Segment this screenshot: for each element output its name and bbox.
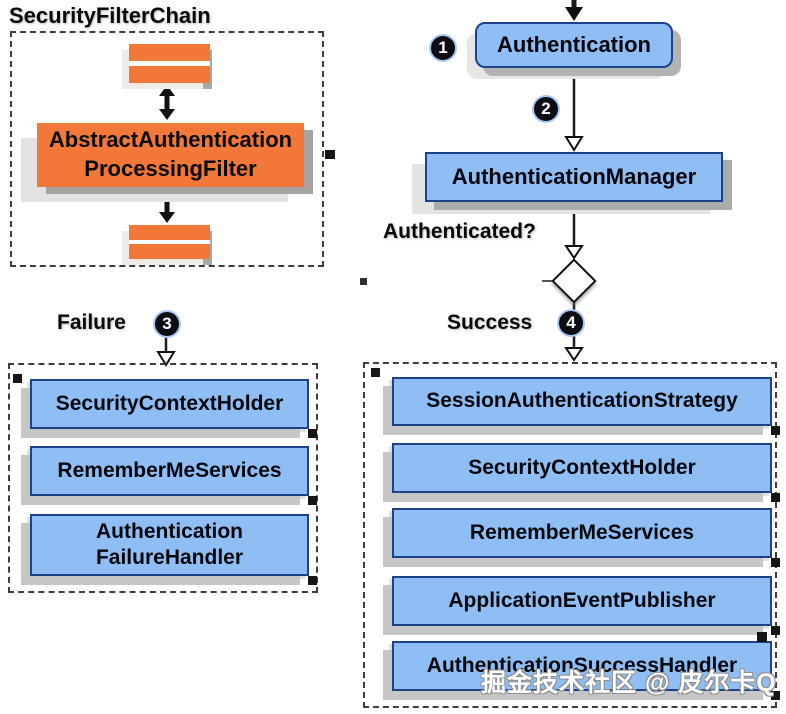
failure-handlers-group: SecurityContextHolder RememberMeServices…	[8, 363, 318, 593]
authentication-failure-handler-box: Authentication FailureHandler	[30, 514, 317, 585]
auth-to-manager-arrowhead-icon	[564, 136, 584, 152]
selection-handle	[360, 278, 367, 285]
success-handlers-group: SessionAuthenticationStrategy SecurityCo…	[363, 362, 780, 708]
success-label: Success	[447, 311, 533, 334]
manager-to-decision-arrowhead-icon	[564, 245, 584, 260]
authentication-manager-box: AuthenticationManager	[425, 152, 723, 202]
selection-handle	[325, 150, 335, 159]
filter-stack-bottom	[129, 225, 210, 259]
security-context-holder-box: SecurityContextHolder	[30, 379, 317, 438]
authentication-success-handler-box: AuthenticationSuccessHandler	[392, 641, 780, 700]
double-arrow-up-icon	[159, 85, 175, 96]
session-authentication-strategy-box: SessionAuthenticationStrategy	[392, 377, 780, 435]
double-arrow-down-icon	[159, 212, 175, 223]
step-3-badge: 3	[153, 310, 181, 338]
selection-handle	[757, 632, 767, 642]
failure-label: Failure	[57, 311, 126, 334]
filter-bar	[129, 225, 210, 240]
filter-stack-top	[129, 44, 210, 83]
filter-bar	[129, 66, 210, 83]
decision-to-failure-arrowhead-icon	[156, 351, 176, 367]
step-1-badge: 1	[429, 34, 457, 62]
filter-box-line2: ProcessingFilter	[84, 156, 257, 181]
authenticated-question-label: Authenticated?	[383, 220, 536, 243]
filter-bar	[129, 244, 210, 259]
remember-me-services-box: RememberMeServices	[30, 446, 317, 505]
application-event-publisher-box: ApplicationEventPublisher	[392, 576, 780, 635]
filter-bar	[129, 44, 210, 61]
security-filter-chain-group: AbstractAuthentication ProcessingFilter	[10, 31, 324, 267]
double-arrow-down-icon	[159, 109, 175, 120]
security-filter-chain-title: SecurityFilterChain	[9, 3, 211, 28]
selection-handle	[13, 374, 22, 383]
double-arrow-shaft	[164, 94, 170, 111]
filter-box-line1: AbstractAuthentication	[48, 127, 293, 153]
watermark-text: 掘金技术社区 @ 皮尔卡Q	[481, 669, 777, 697]
decision-to-success-arrowhead-icon	[564, 347, 584, 362]
incoming-request-arrowhead-icon	[565, 7, 583, 21]
step-2-badge: 2	[532, 95, 560, 123]
double-arrow-shaft	[164, 196, 170, 214]
abstract-authentication-processing-filter-box: AbstractAuthentication ProcessingFilter	[37, 123, 304, 187]
authentication-box: Authentication	[475, 22, 673, 68]
security-context-holder-box: SecurityContextHolder	[392, 443, 780, 502]
step-4-badge: 4	[557, 309, 585, 337]
remember-me-services-box: RememberMeServices	[392, 508, 780, 567]
double-arrow-up-icon	[159, 187, 175, 198]
selection-handle	[371, 368, 380, 377]
